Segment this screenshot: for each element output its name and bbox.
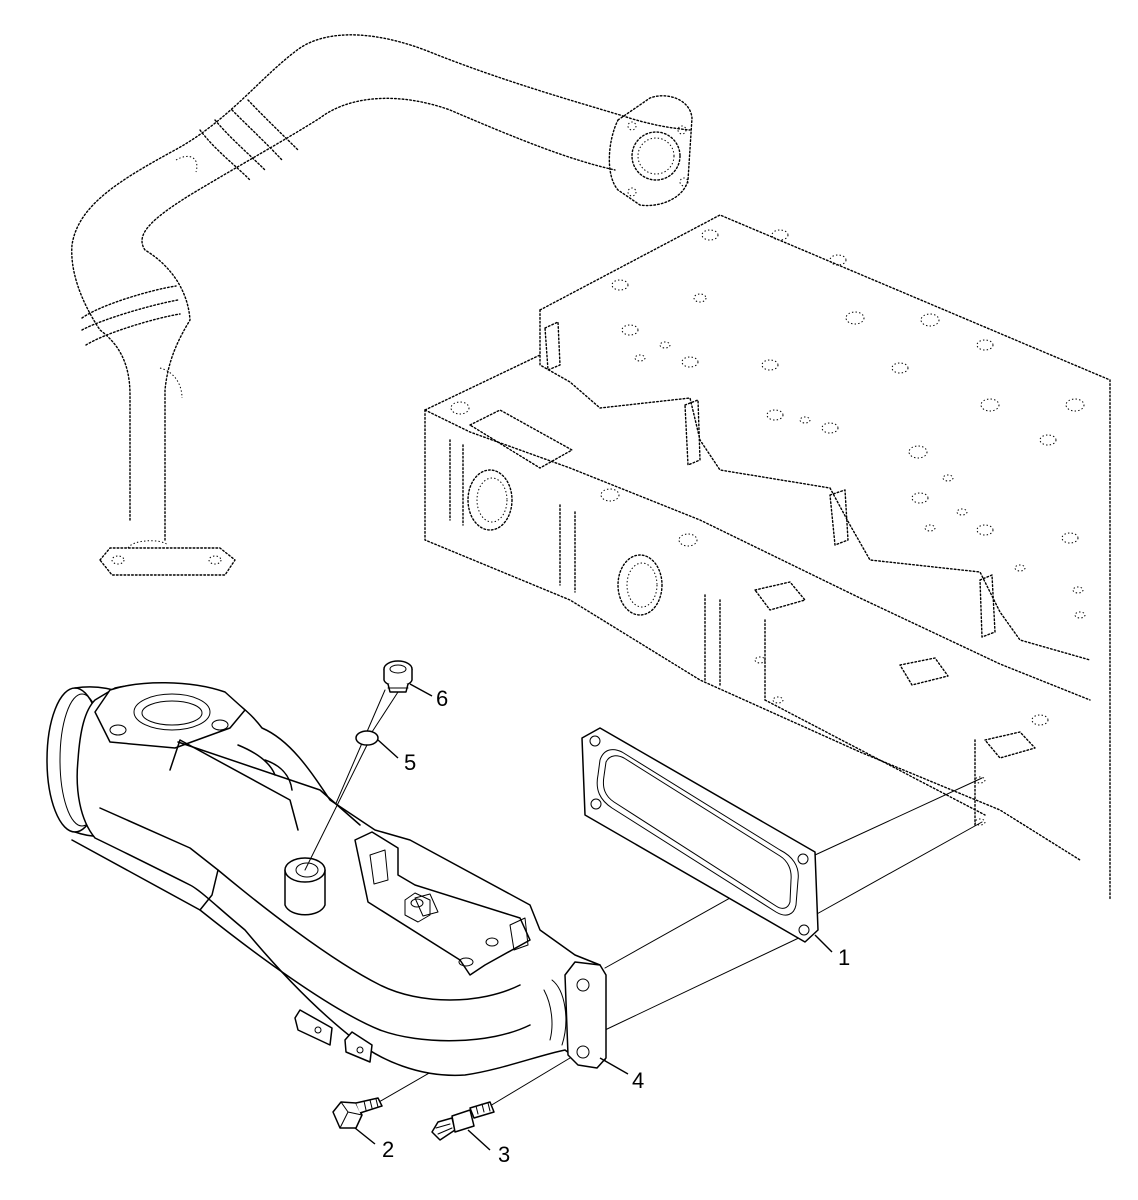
washer-part-5 (304, 691, 399, 871)
stud-part-3 (431, 1101, 495, 1141)
exhaust-manifold-part-4 (46, 681, 607, 1077)
callout-6: 6 (436, 686, 448, 711)
callout-5: 5 (404, 750, 416, 775)
bolt-part-2 (332, 1097, 383, 1129)
gasket-part-1 (581, 727, 819, 943)
leader-lines (354, 683, 833, 1151)
callout-2: 2 (382, 1137, 394, 1162)
callouts: 6 5 1 4 2 3 (382, 686, 850, 1167)
callout-3: 3 (498, 1142, 510, 1167)
callout-4: 4 (632, 1068, 644, 1093)
callout-1: 1 (838, 945, 850, 970)
air-pipe (71, 34, 693, 576)
plug-part-6 (383, 660, 413, 693)
cylinder-head (424, 214, 1111, 901)
